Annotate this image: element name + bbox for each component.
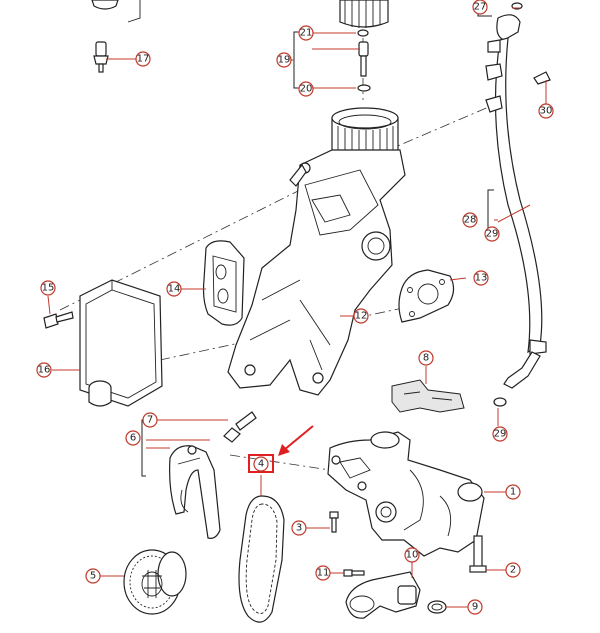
part-1-oil-pump: [327, 431, 485, 557]
svg-text:4: 4: [258, 459, 264, 470]
callout-28: 28: [462, 212, 478, 228]
callout-1: 1: [505, 484, 521, 500]
part-10-oil-strainer: [345, 571, 421, 619]
svg-text:20: 20: [300, 84, 313, 95]
part-15-bolt: [43, 311, 74, 329]
part-5-sprocket: [123, 549, 187, 615]
part-6-chain-tensioner: [169, 445, 221, 539]
svg-text:12: 12: [355, 311, 368, 322]
callout-19: 19: [276, 52, 292, 68]
part-3-bolt: [329, 511, 339, 533]
svg-text:30: 30: [540, 106, 553, 117]
group-bracket-6: [141, 419, 146, 477]
part-13-seal-plate: [398, 269, 455, 323]
callout-4: 4: [253, 456, 269, 472]
leader-lines: [47, 7, 547, 608]
callout-29-upper: 29: [484, 226, 500, 242]
oil-filter-cartridge: [339, 0, 389, 28]
svg-text:9: 9: [472, 602, 478, 613]
svg-text:8: 8: [423, 353, 429, 364]
part-19-valve-assembly: [357, 29, 371, 92]
svg-text:14: 14: [168, 284, 181, 295]
part-14-gasket: [202, 240, 245, 326]
svg-text:5: 5: [90, 571, 96, 582]
svg-text:6: 6: [130, 433, 136, 444]
callout-11: 11: [315, 565, 331, 581]
callout-27: 27: [472, 0, 488, 15]
part-11-bolt: [343, 569, 365, 577]
svg-text:10: 10: [406, 550, 419, 561]
callout-10: 10: [404, 547, 420, 563]
svg-text:2: 2: [510, 565, 516, 576]
group-bracket-19: [293, 31, 298, 89]
part-9-o-ring: [427, 600, 447, 614]
svg-text:21: 21: [300, 28, 313, 39]
callout-5: 5: [85, 568, 101, 584]
callout-6: 6: [125, 430, 141, 446]
part-12-filter-housing-bracket: [227, 107, 406, 396]
callout-15: 15: [40, 280, 56, 296]
svg-text:1: 1: [510, 487, 516, 498]
callout-16: 16: [36, 362, 52, 378]
svg-text:19: 19: [278, 55, 291, 66]
callout-30: 30: [538, 103, 554, 119]
callout-29-lower: 29: [492, 426, 508, 442]
part-16-oil-cooler: [79, 279, 163, 407]
callout-12: 12: [353, 308, 369, 324]
svg-text:15: 15: [42, 283, 55, 294]
callout-13: 13: [473, 270, 489, 286]
svg-text:13: 13: [475, 273, 488, 284]
callout-2: 2: [505, 562, 521, 578]
part-2-bolt: [469, 535, 487, 573]
callout-3: 3: [291, 520, 307, 536]
part-17-sensor: [93, 41, 109, 73]
svg-text:11: 11: [317, 568, 330, 579]
highlight-part-4: [248, 425, 314, 473]
svg-text:29: 29: [494, 429, 507, 440]
callout-7: 7: [142, 412, 158, 428]
callout-9: 9: [467, 599, 483, 615]
dipstick-tube: [485, 2, 551, 407]
svg-text:3: 3: [296, 523, 302, 534]
svg-text:29: 29: [486, 229, 499, 240]
callout-17: 17: [135, 51, 151, 67]
svg-text:16: 16: [38, 365, 51, 376]
callout-14: 14: [166, 281, 182, 297]
part-4-timing-chain: [238, 495, 285, 623]
top-cap-fragment: [91, 0, 141, 23]
part-7-pin: [223, 411, 257, 443]
svg-text:28: 28: [464, 215, 477, 226]
svg-text:7: 7: [147, 415, 153, 426]
part-8-bracket: [391, 379, 465, 413]
callouts: 1 2 3 4 5 6 7 8: [36, 0, 554, 615]
callout-21: 21: [298, 25, 314, 41]
svg-text:27: 27: [474, 2, 487, 13]
callout-8: 8: [418, 350, 434, 366]
callout-20: 20: [298, 81, 314, 97]
svg-text:17: 17: [137, 54, 150, 65]
